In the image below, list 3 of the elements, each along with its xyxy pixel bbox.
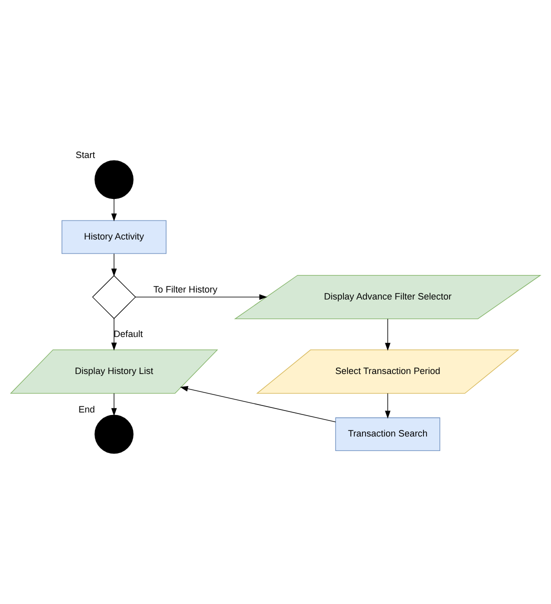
node-label: Start — [76, 150, 96, 160]
node-label: End — [78, 404, 95, 415]
edge-label: To Filter History — [153, 284, 218, 295]
